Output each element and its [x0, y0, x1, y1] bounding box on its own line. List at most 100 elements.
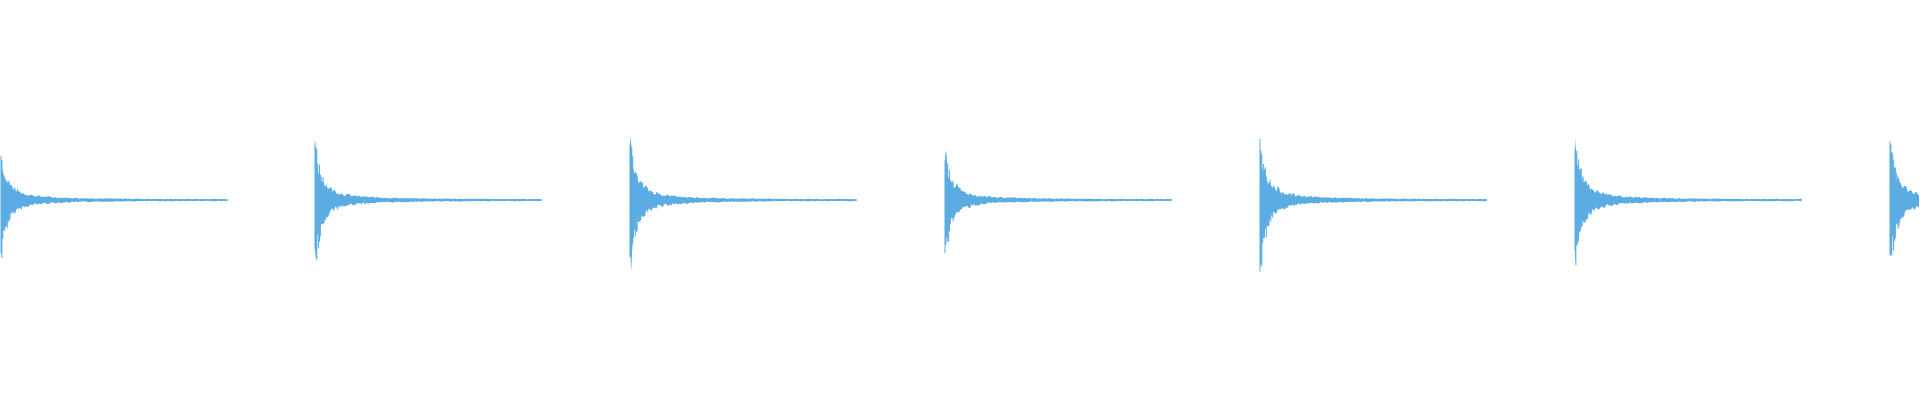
waveform-tail-dot	[1781, 199, 1784, 201]
waveform-tail-dot	[1768, 199, 1770, 201]
waveform-tail-dot	[1106, 199, 1108, 201]
waveform-tail-dot	[518, 199, 520, 201]
waveform-envelope	[945, 150, 1172, 248]
waveform-hit	[1259, 138, 1487, 272]
waveform-tail-dot	[1736, 199, 1738, 201]
waveform-tail-dot	[1117, 199, 1119, 201]
waveform-tail-dot	[1124, 199, 1127, 201]
waveform-tail-dot	[1454, 199, 1456, 201]
waveform-tail-dot	[482, 199, 484, 201]
waveform-tail-dot	[499, 199, 501, 201]
waveform-tail-dot	[777, 199, 779, 201]
waveform-tail-dot	[1435, 199, 1437, 201]
waveform-tail-dot	[156, 199, 158, 201]
waveform-tail-dot	[805, 199, 807, 201]
waveform-tail-dot	[494, 199, 496, 201]
waveform-tail-dot	[186, 199, 188, 201]
waveform-tail-dot	[524, 199, 526, 201]
waveform-hit	[629, 136, 857, 272]
waveform-tail-dot	[1463, 199, 1465, 201]
waveform-envelope	[1575, 138, 1802, 265]
waveform-hit	[314, 138, 542, 262]
waveform-tail-dot	[1146, 199, 1148, 201]
waveform-tail-dot	[789, 199, 791, 201]
waveform-tail-dot	[1726, 199, 1728, 201]
waveform-tail-dot	[1120, 199, 1122, 201]
waveform-tail-dot	[199, 199, 201, 201]
waveform-tail-dot	[1759, 199, 1761, 201]
waveform-envelope	[1, 157, 228, 247]
waveform-tail-dot	[174, 199, 176, 201]
waveform-tail-dot	[195, 199, 197, 201]
waveform-tail-dot	[781, 199, 783, 201]
waveform-tail-dot	[161, 199, 163, 201]
waveform-tail-dot	[491, 199, 493, 201]
waveform-tail-dot	[209, 199, 211, 201]
waveform-tail-dot	[793, 199, 795, 201]
waveform-tail-dot	[1468, 199, 1470, 201]
waveform-hit	[0, 155, 228, 258]
waveform-tail-dot	[1777, 199, 1779, 201]
waveform-tail-dot	[1745, 199, 1747, 201]
waveform-hit	[1574, 138, 1802, 266]
waveform-hits	[0, 136, 1919, 272]
waveform-tail-dot	[1092, 199, 1094, 201]
waveform-hit	[1889, 141, 1919, 257]
waveform-tail-dot	[1112, 199, 1114, 201]
waveform-tail-dot	[817, 199, 819, 201]
waveform-tail-dot	[821, 199, 823, 201]
waveform-tail-dot	[171, 199, 173, 201]
waveform-tail-dot	[1101, 199, 1103, 201]
waveform-tail-dot	[485, 199, 487, 201]
waveform-tail-dot	[836, 199, 838, 201]
waveform-tail-dot	[1151, 199, 1153, 201]
waveform-envelope	[315, 138, 542, 262]
waveform-tail-dot	[1138, 199, 1140, 201]
waveform-tail-dot	[470, 199, 472, 201]
waveform-tail-dot	[1445, 199, 1447, 201]
waveform-tail-dot	[1097, 199, 1099, 201]
waveform-tail-dot	[462, 199, 464, 201]
waveform-hit	[944, 150, 1172, 253]
waveform-tail-dot	[1731, 199, 1733, 201]
waveform-tail-dot	[1141, 199, 1143, 201]
waveform-tail-dot	[1418, 199, 1420, 201]
waveform-tail-dot	[826, 199, 828, 201]
waveform-tail-dot	[830, 199, 832, 201]
waveform-tail-dot	[1432, 199, 1434, 201]
waveform-tail-dot	[191, 199, 194, 201]
waveform-tail-dot	[797, 199, 799, 201]
waveform-tail-dot	[1132, 199, 1135, 201]
waveform-tail-dot	[1412, 199, 1414, 201]
waveform-tail-dot	[203, 199, 205, 201]
waveform-tail-dot	[809, 199, 811, 201]
waveform-tail-dot	[148, 199, 150, 201]
waveform-tail-dot	[166, 199, 168, 201]
waveform-tail-dot	[151, 199, 153, 201]
waveform-tail-dot	[1763, 199, 1765, 201]
waveform-tail-dot	[1740, 199, 1742, 201]
waveform-tail-dot	[1772, 199, 1774, 201]
waveform-tail-dot	[1448, 199, 1450, 201]
waveform-envelope	[630, 136, 857, 272]
waveform-tail-dot	[465, 199, 468, 201]
waveform-tail-dot	[1427, 199, 1430, 201]
waveform-tail-dot	[503, 199, 505, 201]
waveform-envelope	[1260, 146, 1487, 258]
waveform-tail-dot	[180, 199, 182, 201]
waveform-tail-dot	[477, 199, 479, 201]
waveform-tail-dot	[509, 199, 511, 201]
waveform-tail-dot	[813, 199, 815, 201]
waveform-tail-dot	[1441, 199, 1443, 201]
waveform-tail-dot	[802, 199, 804, 201]
waveform-tail-dot	[1458, 199, 1461, 201]
waveform-tail-dot	[1423, 199, 1425, 201]
waveform-tail-dot	[1748, 199, 1750, 201]
waveform-tail-dot	[473, 199, 475, 201]
waveform-tail-dot	[1407, 199, 1409, 201]
waveform-tail-dot	[513, 199, 515, 201]
waveform-tail-dot	[1722, 199, 1724, 201]
waveform-tail-dot	[1129, 199, 1131, 201]
